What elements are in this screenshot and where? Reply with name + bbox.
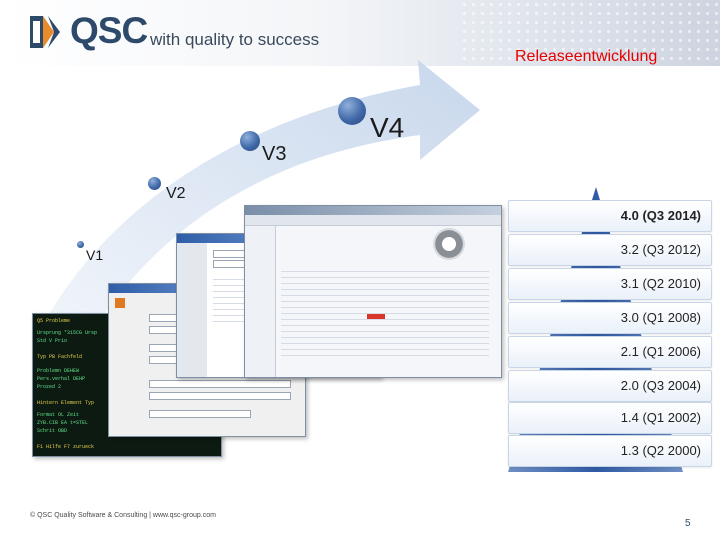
release-item: 2.1 (Q1 2006) [508,336,712,368]
footer-copyright: © QSC Quality Software & Consulting | ww… [30,512,216,519]
release-item: 3.1 (Q2 2010) [508,268,712,300]
page-number: 5 [685,518,691,529]
release-label: 1.3 (Q2 2000) [509,443,701,458]
release-label: 3.1 (Q2 2010) [509,276,701,291]
version-bubble-v2 [148,177,161,190]
release-item: 4.0 (Q3 2014) [508,200,712,232]
screenshot-v4-modern [244,205,502,378]
gear-preview-icon [433,228,465,260]
release-label: 3.2 (Q3 2012) [509,242,701,257]
version-bubble-v1 [77,241,84,248]
release-label: 4.0 (Q3 2014) [509,208,701,223]
release-label: 1.4 (Q1 2002) [509,410,701,425]
release-item: 3.2 (Q3 2012) [508,234,712,266]
release-item: 1.3 (Q2 2000) [508,435,712,467]
release-item: 1.4 (Q1 2002) [508,402,712,434]
version-bubble-v3 [240,131,260,151]
version-label-v2: V2 [166,185,186,203]
release-item: 2.0 (Q3 2004) [508,370,712,402]
release-label: 3.0 (Q1 2008) [509,310,701,325]
version-label-v1: V1 [86,247,103,263]
version-bubble-v4 [338,97,366,125]
version-label-v4: V4 [370,112,404,144]
release-item: 3.0 (Q1 2008) [508,302,712,334]
release-label: 2.1 (Q1 2006) [509,344,701,359]
release-label: 2.0 (Q3 2004) [509,378,701,393]
version-label-v3: V3 [262,143,286,166]
